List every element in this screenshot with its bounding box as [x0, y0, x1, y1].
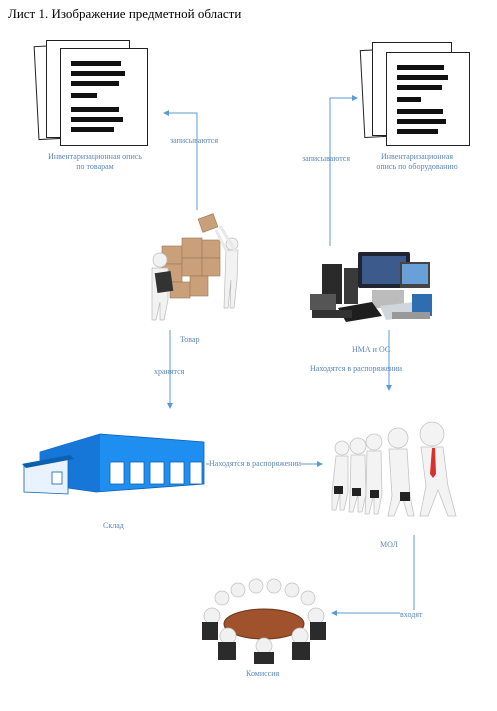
arrow-mol-to-commission	[331, 535, 415, 616]
inventory-equipment-label: Инвентаризационная опись по оборудованию	[376, 152, 458, 171]
edge-label-equipment-recorded: записываются	[302, 154, 351, 163]
mol-label: МОЛ	[380, 540, 398, 549]
nma-os-label: НМА и ОС	[352, 345, 391, 354]
edge-label-included: входят	[400, 610, 423, 620]
inventory-equipment-document-icon	[359, 40, 474, 146]
inventory-goods-document-icon	[33, 36, 154, 146]
warehouse-building-illustration	[22, 433, 205, 495]
commission-meeting-illustration	[202, 578, 326, 664]
warehouse-label: Склад	[103, 521, 124, 530]
edge-label-equipment-custody: Находятся в распоряжении	[310, 364, 403, 373]
arrow-goods-to-inventory	[163, 110, 198, 210]
edge-label-goods-recorded: записываются	[170, 136, 219, 145]
edge-label-warehouse-custody: Находятся в распоряжении	[209, 459, 302, 469]
edge-label-stored: хранятся	[154, 367, 185, 376]
mol-people-illustration	[331, 421, 457, 517]
commission-label: Комиссия	[246, 669, 280, 678]
equipment-devices-illustration	[310, 252, 432, 322]
goods-boxes-illustration	[151, 213, 239, 321]
goods-label: Товар	[180, 335, 200, 344]
inventory-goods-label: Инвентаризационная опись по товарам	[48, 152, 142, 171]
arrow-equipment-to-inventory	[329, 95, 358, 246]
page-title: Лист 1. Изображение предметной области	[8, 6, 242, 21]
